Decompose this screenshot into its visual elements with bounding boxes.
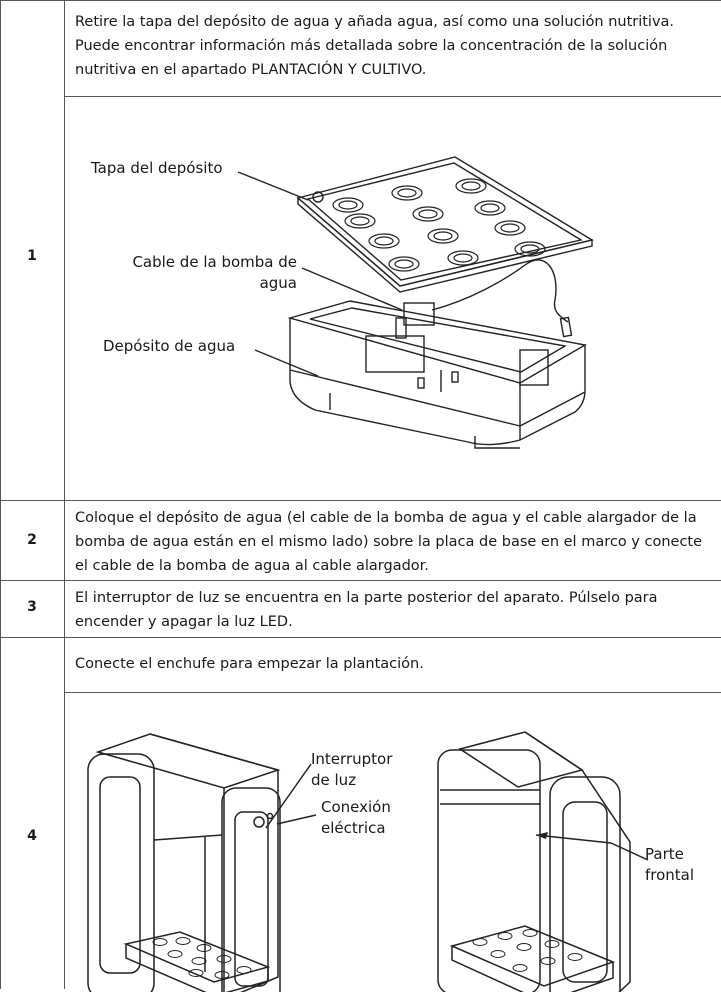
tank-lid-illustration [237, 156, 594, 449]
step-text: Conecte el enchufe para empezar la plant… [75, 656, 424, 672]
table-border-top [0, 0, 721, 1]
step-number: 2 [27, 532, 37, 548]
step-number: 3 [27, 599, 37, 615]
step-text: Coloque el depósito de agua (el cable de… [75, 510, 703, 574]
label-pump-cable-line1: Cable de la bomba de [132, 253, 297, 271]
row-divider [0, 637, 721, 638]
step-number: 1 [27, 248, 37, 264]
label-light-switch-line2: de luz [311, 771, 357, 789]
step-number: 4 [27, 828, 37, 844]
label-front-side-line1: Parte [645, 845, 684, 863]
label-light-switch: Interruptor de luz [311, 749, 392, 791]
row-divider [0, 500, 721, 501]
table-column-divider [64, 0, 65, 989]
growing-unit-illustration [87, 731, 649, 992]
inner-divider [64, 96, 721, 97]
label-power-connection-line2: eléctrica [321, 819, 386, 837]
label-pump-cable: Cable de la bomba de agua [122, 252, 297, 294]
label-lid: Tapa del depósito [91, 159, 223, 177]
label-power-connection: Conexión eléctrica [321, 797, 391, 839]
label-power-connection-line1: Conexión [321, 798, 391, 816]
table-border-left [0, 0, 1, 989]
step-text: El interruptor de luz se encuentra en la… [75, 590, 658, 630]
row-divider [0, 580, 721, 581]
label-front-side: Parte frontal [645, 844, 694, 886]
label-light-switch-line1: Interruptor [311, 750, 393, 768]
label-pump-cable-line2: agua [259, 274, 297, 292]
label-tank: Depósito de agua [103, 337, 236, 355]
step-text: Retire la tapa del depósito de agua y añ… [75, 14, 675, 78]
label-front-side-line2: frontal [645, 866, 695, 884]
inner-divider [64, 692, 721, 693]
